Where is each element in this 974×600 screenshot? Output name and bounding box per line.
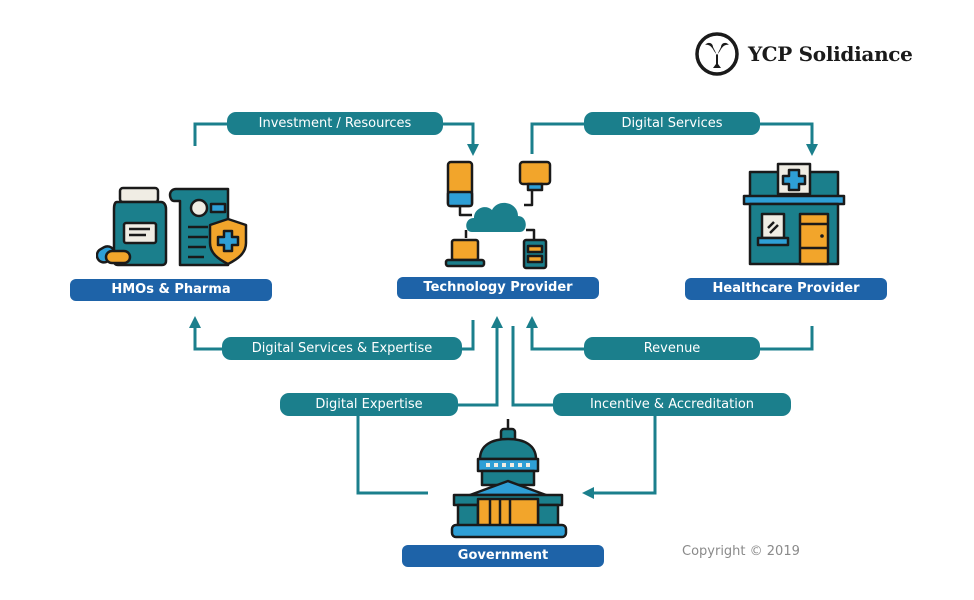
brand-name: YCP Solidiance <box>748 42 913 66</box>
medicine-and-insurance-icon <box>96 186 248 267</box>
flow-label-digital-services-expertise: Digital Services & Expertise <box>222 337 462 360</box>
flow-label-digital-expertise: Digital Expertise <box>280 393 458 416</box>
node-label-technology-provider: Technology Provider <box>397 277 599 299</box>
brand-logo: YCP Solidiance <box>694 30 913 78</box>
clinic-building-icon <box>742 162 846 266</box>
flow-label-incentive: Incentive & Accreditation <box>553 393 791 416</box>
node-label-hmos-pharma: HMOs & Pharma <box>70 279 272 301</box>
cloud-network-icon <box>444 160 552 270</box>
copyright-text: Copyright © 2019 <box>682 544 800 559</box>
ycp-emblem-icon <box>695 32 739 76</box>
flow-label-digital-services: Digital Services <box>584 112 760 135</box>
capitol-building-icon <box>450 419 568 539</box>
node-label-government: Government <box>402 545 604 567</box>
flow-label-revenue: Revenue <box>584 337 760 360</box>
node-label-healthcare-provider: Healthcare Provider <box>685 278 887 300</box>
flow-label-investment: Investment / Resources <box>227 112 443 135</box>
